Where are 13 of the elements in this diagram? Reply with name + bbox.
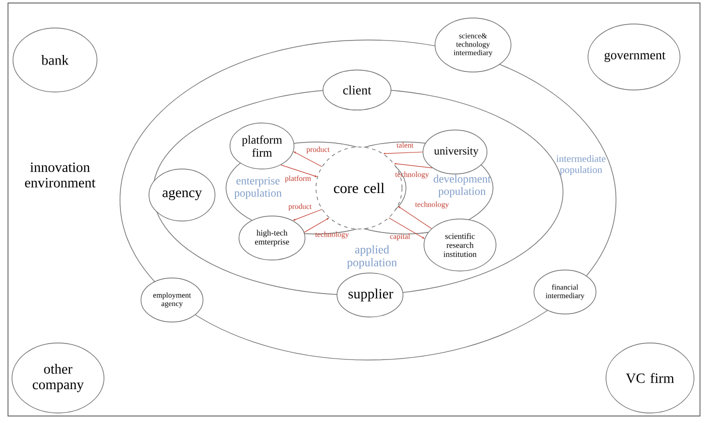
arrow	[293, 209, 322, 221]
arrow	[294, 152, 322, 167]
region-label: intermediate population	[556, 154, 606, 176]
region-label: applied population	[347, 245, 397, 269]
region-label: innovation environment	[25, 162, 96, 188]
arrow	[384, 152, 423, 154]
arrow	[398, 206, 432, 229]
arrow	[388, 218, 424, 239]
region-label: enterprise population	[234, 176, 282, 200]
region-label: development population	[434, 174, 491, 198]
arrow	[304, 218, 329, 233]
arrow	[280, 164, 317, 177]
arrow	[394, 163, 433, 168]
